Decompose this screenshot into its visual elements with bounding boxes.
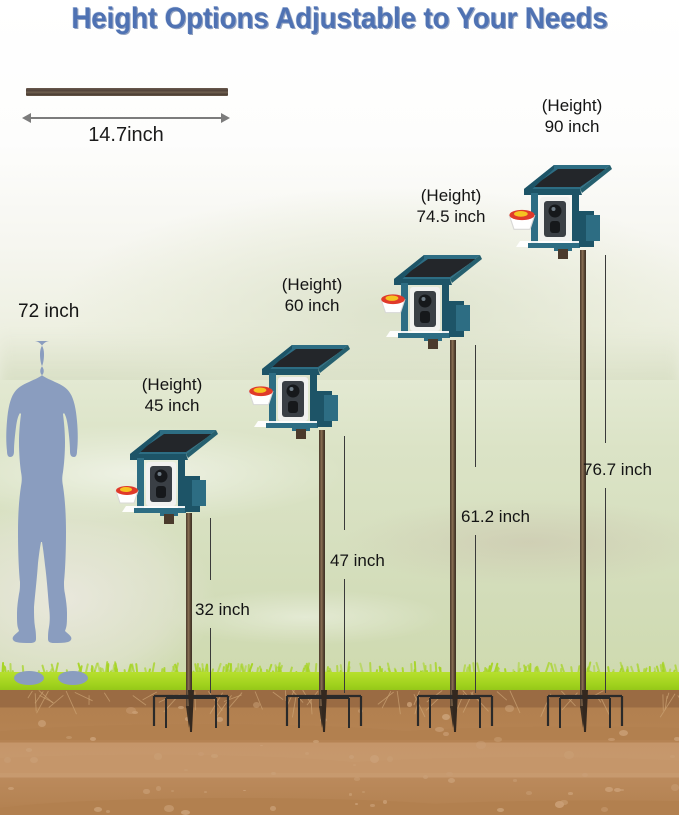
dimension-line [28, 117, 224, 119]
leader-line-45-bottom [210, 628, 211, 693]
pole-45 [186, 513, 192, 708]
leader-line-60-top [344, 436, 345, 530]
pole-length-label-74: 61.2 inch [461, 507, 530, 527]
page-title: Height Options Adjustable to Your Needs [24, 2, 655, 36]
leader-line-90-bottom [605, 488, 606, 693]
pole-length-label-45: 32 inch [195, 600, 250, 620]
height-label-45-line2: 45 inch [108, 396, 236, 417]
pole-74 [450, 340, 456, 708]
height-label-60: (Height) 60 inch [248, 275, 376, 316]
leader-line-60-bottom [344, 579, 345, 693]
food-cup-74 [378, 290, 408, 321]
soil-layer-2 [0, 733, 679, 773]
leader-line-90-top [605, 255, 606, 443]
food-cup-60 [246, 382, 276, 413]
extension-rod [26, 88, 228, 96]
rod-dimension-label: 14.7inch [22, 124, 230, 147]
height-label-74-line1: (Height) [378, 186, 524, 207]
height-label-45-line1: (Height) [108, 375, 236, 396]
height-label-90-line1: (Height) [508, 96, 636, 117]
height-label-45: (Height) 45 inch [108, 375, 236, 416]
height-label-60-line2: 60 inch [248, 296, 376, 317]
person-height-label: 72 inch [18, 301, 79, 323]
soil-layer-3 [0, 775, 679, 815]
pole-length-label-60: 47 inch [330, 551, 385, 571]
leader-line-74-bottom [475, 535, 476, 693]
ground-anchor-90 [542, 686, 628, 738]
height-label-90-line2: 90 inch [508, 117, 636, 138]
leader-line-74-top [475, 345, 476, 467]
arrow-head-right-icon [221, 113, 230, 123]
ground-anchor-74 [412, 686, 498, 738]
ground-anchor-45 [148, 686, 234, 738]
height-label-74-line2: 74.5 inch [378, 207, 524, 228]
pole-60 [319, 430, 325, 708]
height-label-60-line1: (Height) [248, 275, 376, 296]
rod-dimension-arrow [22, 112, 230, 124]
food-cup-90 [506, 205, 538, 238]
ground-anchor-60 [281, 686, 367, 738]
human-silhouette [2, 336, 114, 688]
leader-line-45-top [210, 518, 211, 580]
height-label-90: (Height) 90 inch [508, 96, 636, 137]
height-label-74: (Height) 74.5 inch [378, 186, 524, 227]
food-cup-45 [113, 482, 141, 511]
pole-length-label-90: 76.7 inch [583, 460, 652, 480]
